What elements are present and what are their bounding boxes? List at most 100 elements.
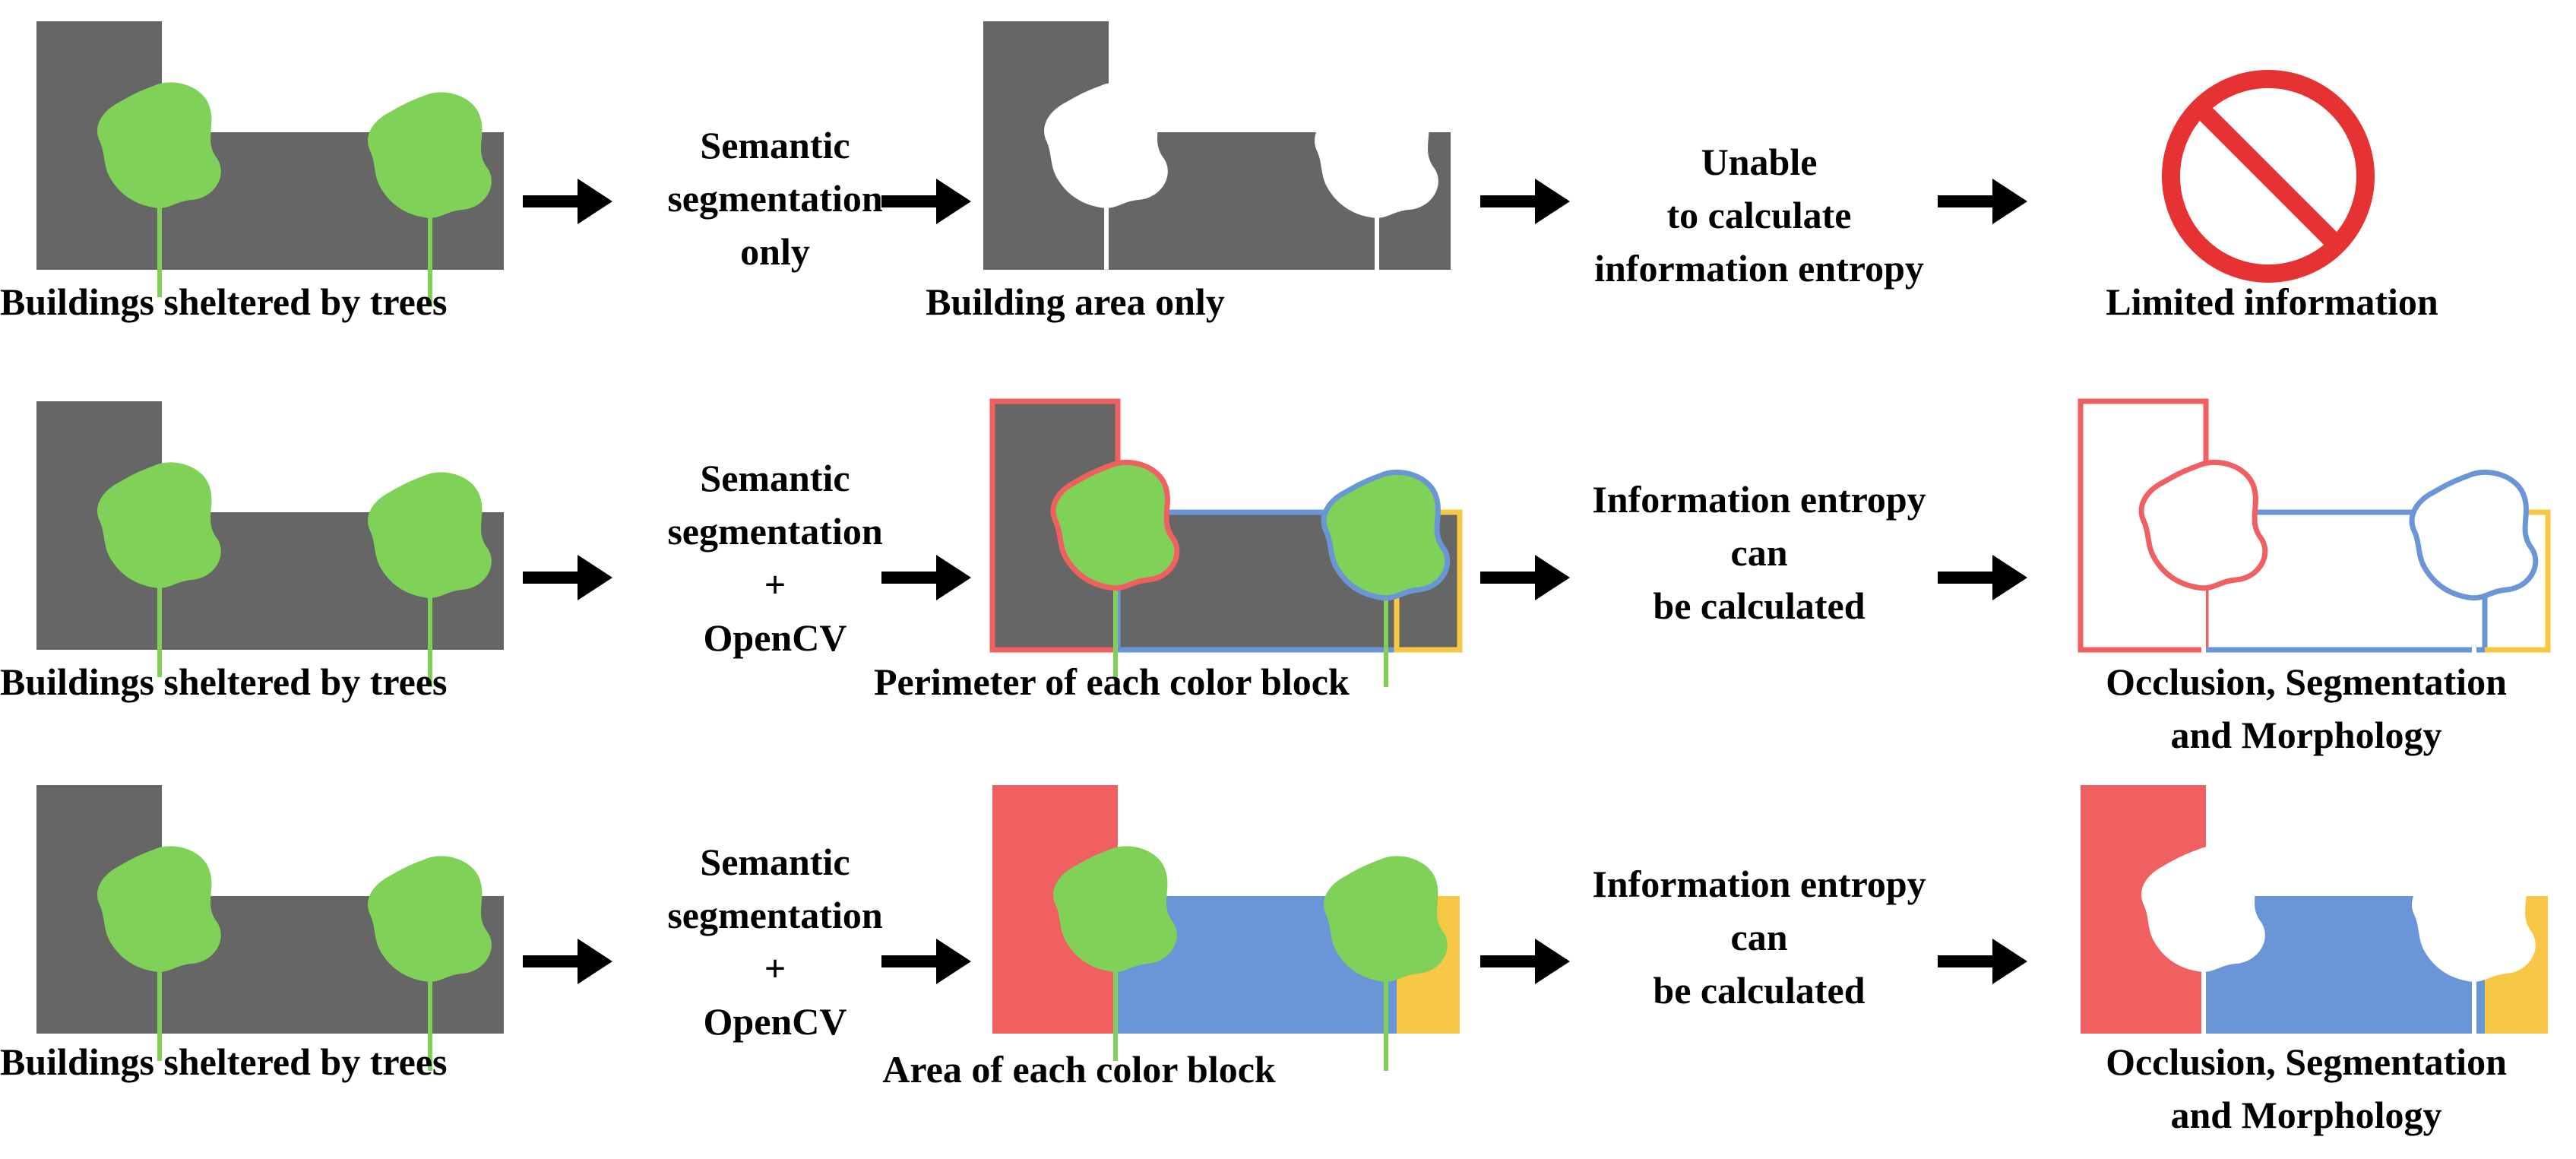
method-line: segmentation <box>667 894 883 936</box>
method-line: Semantic <box>700 841 850 883</box>
arrow-head <box>1992 555 2027 600</box>
arrow-head <box>1535 179 1570 224</box>
arrow-right-icon <box>523 939 612 984</box>
arrow-right-icon <box>1480 939 1570 984</box>
tree-trunk <box>1113 955 1118 1061</box>
outcome-line: to calculate <box>1666 194 1852 236</box>
arrow-head <box>936 555 971 600</box>
tree-crown <box>97 82 221 208</box>
tree-crown <box>1050 459 1180 591</box>
tree-icon <box>1044 82 1168 297</box>
tree-icon <box>1324 856 1448 1071</box>
arrow-right-icon <box>1480 555 1570 600</box>
building-shape <box>983 21 1451 270</box>
tree-trunk <box>2472 581 2476 687</box>
arrow-shaft <box>881 955 944 967</box>
method-line: + <box>764 947 786 990</box>
morphology-area-image <box>2081 785 2548 1071</box>
arrow-shaft <box>1938 955 2000 967</box>
tree-icon <box>1053 846 1177 1061</box>
arrow-head <box>1992 939 2027 984</box>
arrow-shaft <box>1938 572 2000 584</box>
method-text: Semantic segmentation only <box>623 119 927 278</box>
tree-icon <box>368 856 492 1071</box>
tree-trunk <box>428 581 432 687</box>
prohibited-bar <box>2195 103 2342 250</box>
method-line: only <box>740 230 810 273</box>
result-label: Area of each color block <box>882 1048 1276 1091</box>
arrow-right-icon <box>881 179 971 224</box>
building-shape <box>36 21 504 270</box>
arrow-shaft <box>523 572 585 584</box>
tree-crown <box>368 472 492 598</box>
tree-trunk <box>1113 571 1118 677</box>
tree-trunk <box>2201 571 2206 677</box>
area-image <box>992 785 1460 1071</box>
arrow-right-icon <box>523 179 612 224</box>
tree-icon <box>2409 469 2539 687</box>
input-label: Buildings sheltered by trees <box>0 280 448 323</box>
tree-icon <box>1315 92 1438 307</box>
tree-crown <box>1324 856 1448 982</box>
method-line: OpenCV <box>703 616 847 659</box>
outcome-text: Information entropy can be calculated <box>1516 857 2002 1017</box>
perimeter-image <box>989 398 1463 687</box>
tree-crown <box>2141 846 2265 972</box>
arrow-right-icon <box>1938 555 2027 600</box>
outcome-text: Unable to calculate information entropy <box>1516 135 2002 295</box>
tree-crown <box>1315 92 1438 218</box>
tree-crown <box>368 856 492 982</box>
tree-crown <box>1044 82 1168 208</box>
final-line: Occlusion, Segmentation <box>2106 660 2507 703</box>
final-line: Occlusion, Segmentation <box>2106 1040 2507 1083</box>
arrow-shaft <box>1480 572 1543 584</box>
arrow-right-icon <box>1938 179 2027 224</box>
tree-crown <box>1321 469 1451 601</box>
arrow-shaft <box>881 572 944 584</box>
result-label: Building area only <box>926 280 1225 323</box>
building-shape <box>36 785 504 1034</box>
method-line: + <box>764 563 786 606</box>
outcome-line: Information entropy <box>1592 478 1926 521</box>
tree-crown <box>2412 856 2536 982</box>
final-label: Limited information <box>2106 280 2438 323</box>
arrow-right-icon <box>881 555 971 600</box>
tree-trunk <box>2201 955 2206 1061</box>
tree-trunk <box>157 571 162 677</box>
method-line: Semantic <box>700 457 850 499</box>
prohibited-ring <box>2162 70 2375 283</box>
arrow-right-icon <box>1480 179 1570 224</box>
tree-crown <box>97 846 221 972</box>
tree-icon <box>97 462 221 677</box>
arrow-head <box>578 179 612 224</box>
arrow-shaft <box>1480 955 1543 967</box>
input-label: Buildings sheltered by trees <box>0 660 448 703</box>
tree-icon <box>2412 856 2536 1071</box>
input-image <box>36 401 504 687</box>
building-area-image <box>983 21 1451 307</box>
tree-icon <box>97 82 221 297</box>
outcome-line: Information entropy <box>1592 863 1926 905</box>
final-line: and Morphology <box>2170 714 2442 756</box>
method-text: Semantic segmentation + OpenCV <box>623 835 927 1048</box>
tree-crown <box>368 92 492 218</box>
outcome-line: can <box>1730 916 1788 958</box>
method-line: segmentation <box>667 510 883 553</box>
outcome-line: can <box>1730 531 1788 574</box>
building-shape <box>36 401 504 650</box>
tree-trunk <box>2472 964 2476 1071</box>
tree-crown <box>1053 846 1177 972</box>
outcome-line: be calculated <box>1653 969 1866 1012</box>
tree-trunk <box>1375 201 1379 307</box>
arrow-right-icon <box>523 555 612 600</box>
outcome-line: information entropy <box>1594 247 1924 290</box>
arrow-head <box>1535 939 1570 984</box>
tree-icon <box>1321 469 1451 687</box>
arrow-shaft <box>881 195 944 207</box>
method-line: Semantic <box>700 124 850 166</box>
outcome-text: Information entropy can be calculated <box>1516 473 2002 632</box>
tree-crown <box>2138 459 2268 591</box>
arrow-shaft <box>1938 195 2000 207</box>
arrow-right-icon <box>1938 939 2027 984</box>
